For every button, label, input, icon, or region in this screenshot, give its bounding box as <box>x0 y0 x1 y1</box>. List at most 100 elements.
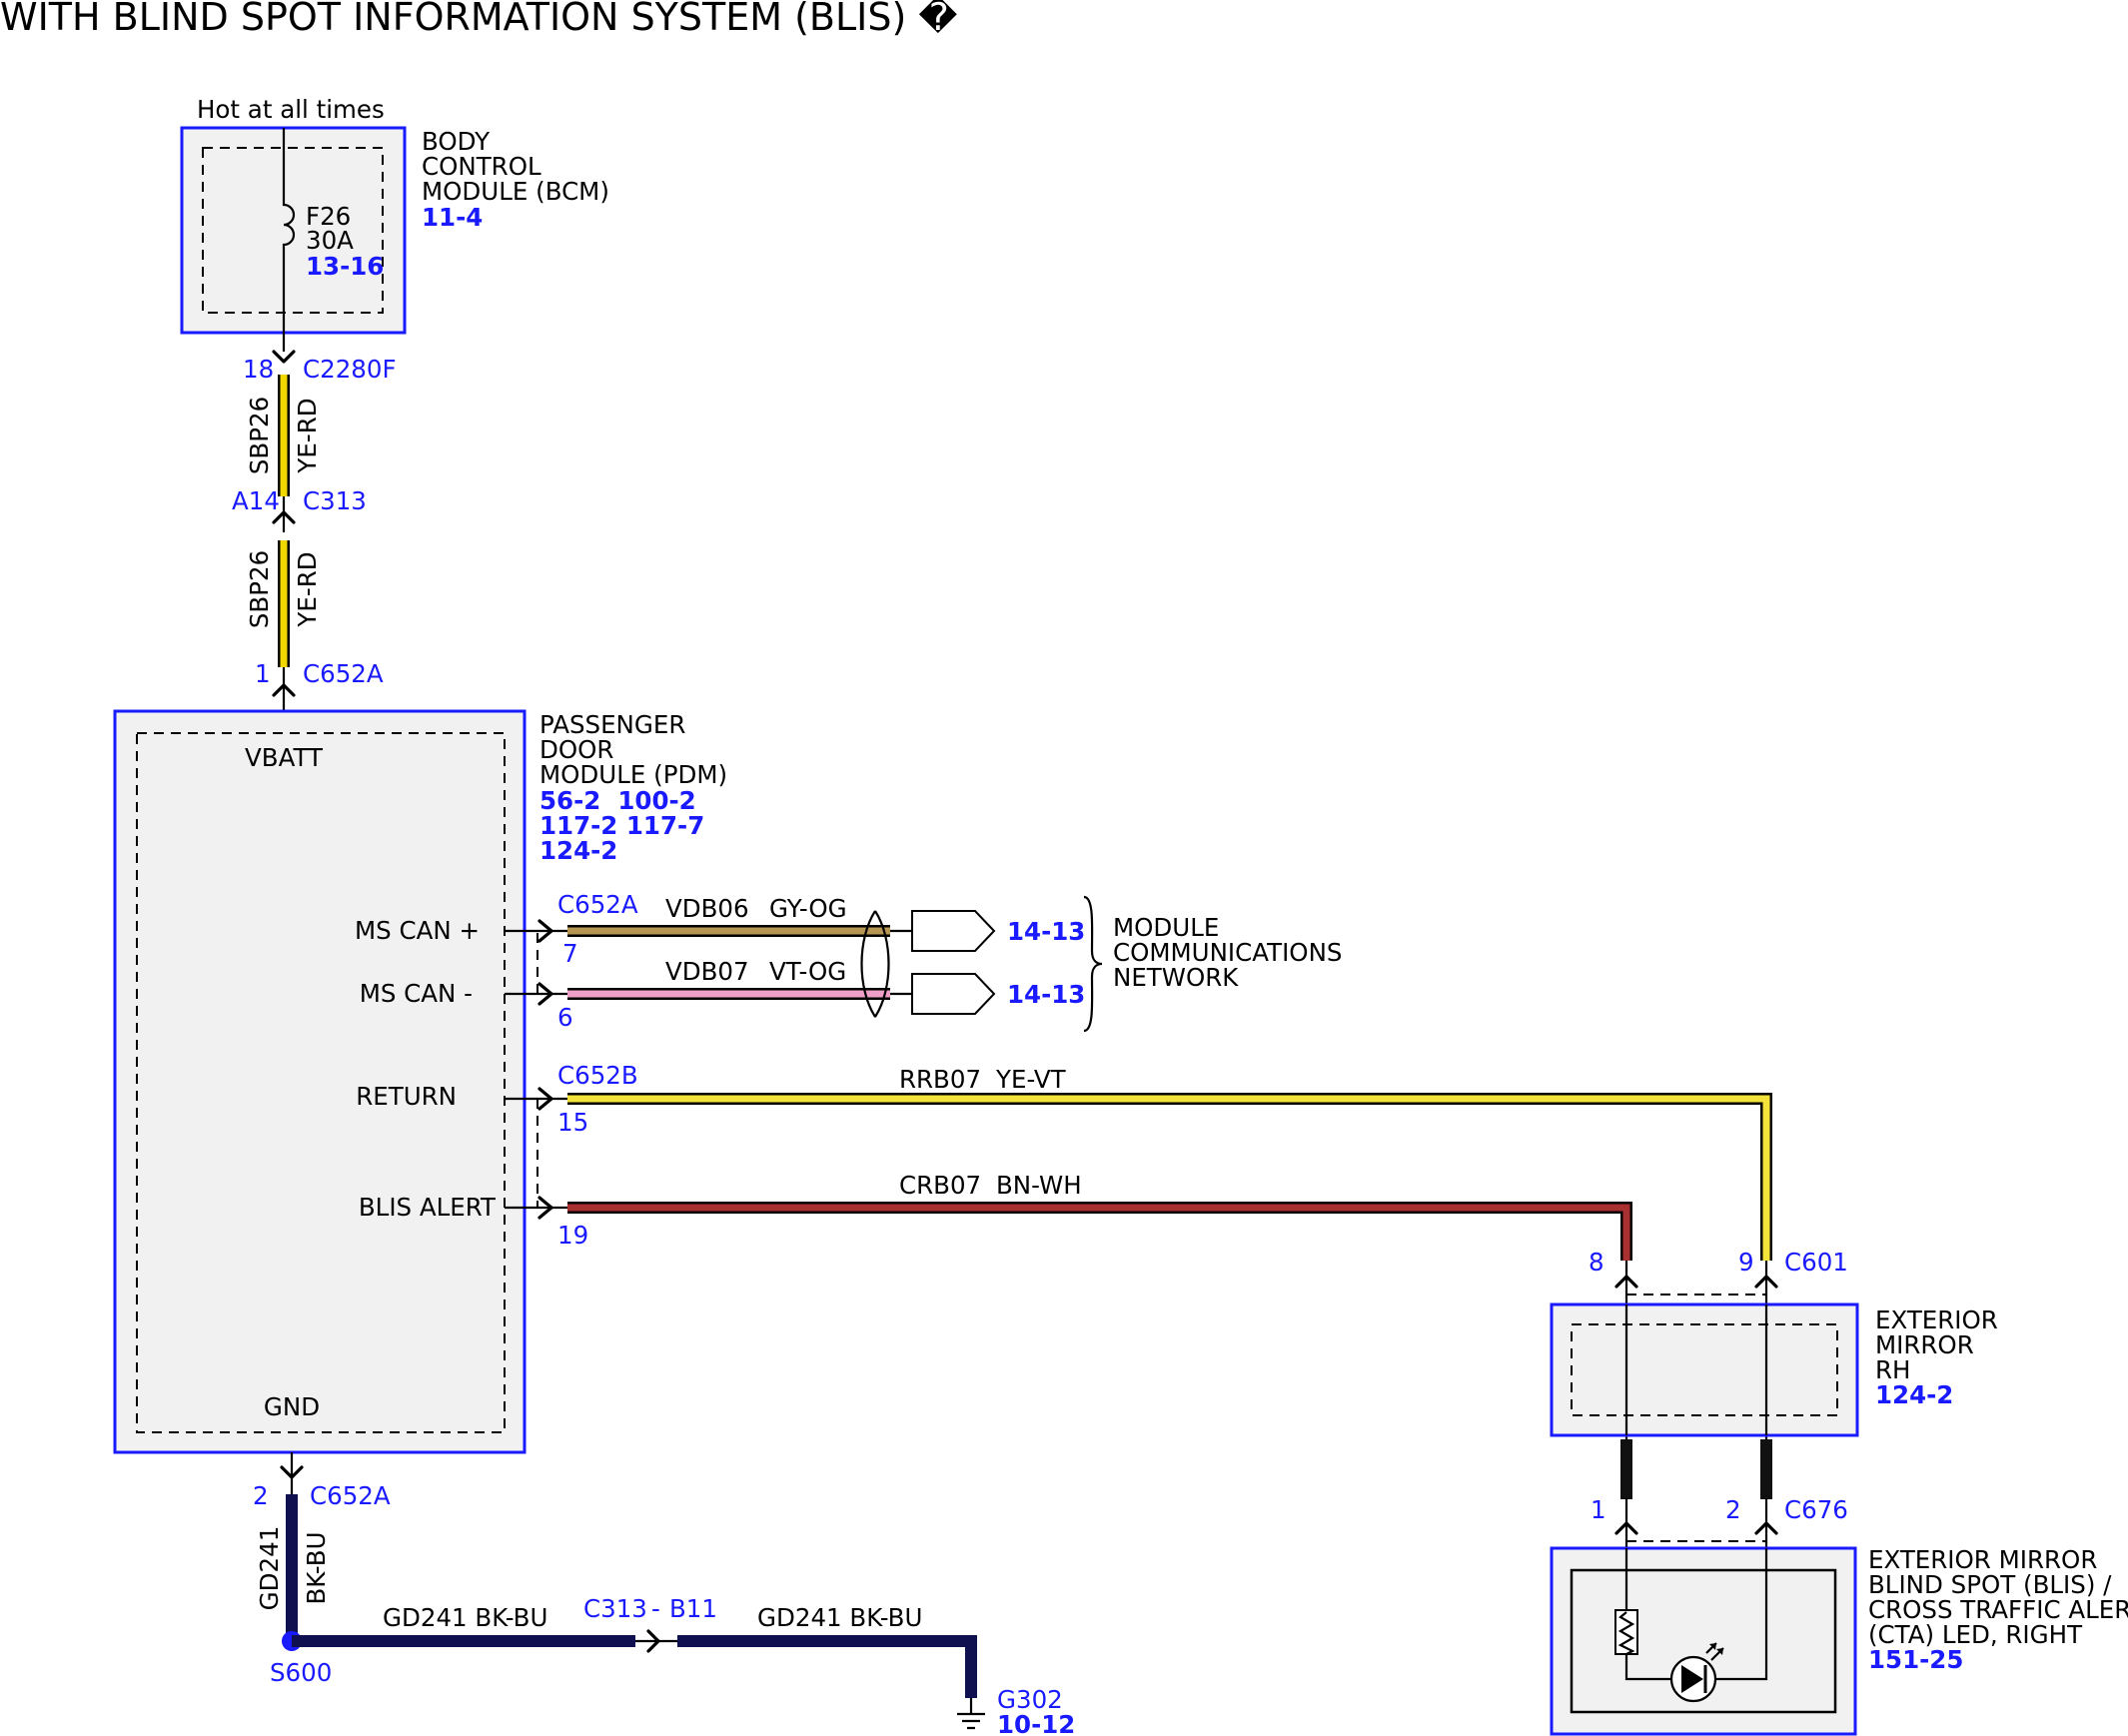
wire-crb07-outline <box>567 1202 1632 1261</box>
mirror-ref-link[interactable]: 124-2 <box>1875 1380 1953 1409</box>
pin15-number: 15 <box>557 1108 588 1137</box>
c652a-pin2-symbol <box>280 1465 304 1479</box>
vdb06-circuit: VDB06 <box>665 894 749 923</box>
network-connector-minus[interactable] <box>911 973 996 1015</box>
led-module-name-line1: EXTERIOR MIRROR <box>1868 1545 2097 1574</box>
can-minus-ref-link[interactable]: 14-13 <box>1007 980 1085 1009</box>
pdm-fill <box>115 711 525 1452</box>
c601-pin9: 9 <box>1738 1248 1754 1277</box>
gd241-vertical-circuit: GD241 <box>255 1526 284 1611</box>
diagram-title: WITH BLIND SPOT INFORMATION SYSTEM (BLIS… <box>0 0 957 39</box>
wire-gd241-seg2[interactable] <box>677 1635 977 1698</box>
pdm-pin-ms-can-minus: MS CAN - <box>360 979 473 1008</box>
c313-inline-symbol <box>646 1629 660 1653</box>
led-internal-circuit <box>1624 1548 1768 1681</box>
fuse-ref-link[interactable]: 13-16 <box>306 252 384 281</box>
pdm-name-line3: MODULE (PDM) <box>539 760 727 789</box>
vdb07-color: VT-OG <box>769 957 846 986</box>
blis-cta-led-module[interactable] <box>1550 1546 1857 1736</box>
c652a-pin1: 1 <box>255 659 271 688</box>
wire-mirror-to-led-2[interactable] <box>1760 1439 1772 1499</box>
mirror-name-line2: MIRROR <box>1875 1330 1974 1359</box>
gd241-seg1-label: GD241 BK-BU <box>383 1603 547 1632</box>
pin6-connector-symbol <box>537 982 553 1006</box>
bcm-module[interactable] <box>180 126 407 335</box>
c676-label: C676 <box>1784 1495 1848 1524</box>
wire-vdb07[interactable] <box>567 990 890 998</box>
connector-c652a-pin1-symbol <box>272 683 296 697</box>
pdm-pin-blis-alert: BLIS ALERT <box>359 1193 497 1222</box>
led-emission-arrowheads <box>1709 1643 1723 1655</box>
exterior-mirror-rh-module[interactable] <box>1550 1302 1859 1437</box>
vdb06-color: GY-OG <box>769 894 847 923</box>
bcm-ref-link[interactable]: 11-4 <box>422 203 483 232</box>
pin15-connector-symbol <box>537 1087 553 1111</box>
splice-s600-label: S600 <box>270 1658 332 1687</box>
pdm-pin-vbatt: VBATT <box>245 743 324 772</box>
network-connector-plus[interactable] <box>911 910 996 952</box>
led-module-fill <box>1552 1548 1855 1734</box>
resistor-zigzag <box>1617 1611 1635 1655</box>
mirror-internal-boundary <box>1571 1323 1838 1416</box>
c313-label: C313 <box>303 486 367 515</box>
network-label-line2: COMMUNICATIONS <box>1113 938 1342 967</box>
wire-seg1-color: YE-RD <box>293 398 322 473</box>
pin7-number: 7 <box>562 939 578 968</box>
gnd-connector-label: C652A <box>310 1481 391 1510</box>
wire-seg2-color: YE-RD <box>293 551 322 627</box>
pdm-pin-return: RETURN <box>356 1082 457 1111</box>
wire-mirror-to-led-1[interactable] <box>1620 1439 1632 1499</box>
c601-label: C601 <box>1784 1248 1848 1277</box>
c652a-can-label: C652A <box>557 890 638 919</box>
wire-vdb06[interactable] <box>567 927 890 935</box>
pdm-ref-line2[interactable]: 117-2 117-7 <box>539 811 704 840</box>
wire-gd241-seg1[interactable] <box>292 1635 635 1647</box>
connector-c2280f-symbol <box>272 350 296 364</box>
mirror-name-line3: RH <box>1875 1355 1910 1384</box>
wire-gd241-vertical[interactable] <box>286 1494 298 1640</box>
c652a-top-label: C652A <box>303 659 384 688</box>
mirror-fill <box>1552 1304 1857 1435</box>
pin6-number: 6 <box>557 1003 573 1032</box>
c313-pin: A14 <box>232 486 280 515</box>
connector-c313-symbol <box>272 510 296 524</box>
wire-crb07[interactable] <box>567 1204 1630 1261</box>
rrb07-color: YE-VT <box>995 1065 1067 1094</box>
pin7-connector-symbol <box>537 919 553 943</box>
led-module-name-line4: (CTA) LED, RIGHT <box>1868 1620 2083 1649</box>
gd241-vertical-color: BK-BU <box>302 1531 331 1604</box>
c652b-label: C652B <box>557 1061 638 1090</box>
c2280f-pin: 18 <box>243 355 274 384</box>
wire-sbp26-seg2[interactable] <box>280 540 288 667</box>
ground-g302-icon <box>957 1712 985 1730</box>
network-label-line3: NETWORK <box>1113 963 1239 992</box>
wire-rrb07[interactable] <box>567 1095 1770 1261</box>
ground-g302-label: G302 <box>997 1685 1063 1714</box>
led-module-name-line2: BLIND SPOT (BLIS) / <box>1868 1570 2112 1599</box>
pdm-module[interactable] <box>113 709 527 1454</box>
c676-pin2-symbol <box>1754 1521 1778 1535</box>
crb07-circuit: CRB07 <box>899 1171 981 1200</box>
led-module-ref-link[interactable]: 151-25 <box>1868 1645 1963 1674</box>
ground-g302-ref-link[interactable]: 10-12 <box>997 1710 1075 1736</box>
c676-pin2: 2 <box>1725 1495 1741 1524</box>
c313-inline-sep: - <box>651 1594 660 1623</box>
led-module-name-line3: CROSS TRAFFIC ALERT <box>1868 1595 2128 1624</box>
c676-pin1: 1 <box>1591 1495 1606 1524</box>
wire-sbp26-seg1[interactable] <box>280 375 288 496</box>
bcm-internal-boundary <box>202 147 384 314</box>
pdm-ref-line1[interactable]: 56-2 100-2 <box>539 786 696 815</box>
network-label-line1: MODULE <box>1113 913 1219 942</box>
fuse-id: F26 <box>306 202 351 231</box>
led-icon <box>1681 1665 1703 1693</box>
fuse-rating: 30A <box>306 226 354 255</box>
gd241-seg2-label: GD241 BK-BU <box>757 1603 922 1632</box>
network-brace <box>1083 895 1103 1033</box>
crb07-color: BN-WH <box>996 1171 1082 1200</box>
mirror-name-line1: EXTERIOR <box>1875 1305 1998 1334</box>
pdm-pin-ms-can-plus: MS CAN + <box>355 916 480 945</box>
can-plus-ref-link[interactable]: 14-13 <box>1007 917 1085 946</box>
pdm-ref-line3[interactable]: 124-2 <box>539 836 617 865</box>
bcm-name-line2: CONTROL <box>422 152 541 181</box>
